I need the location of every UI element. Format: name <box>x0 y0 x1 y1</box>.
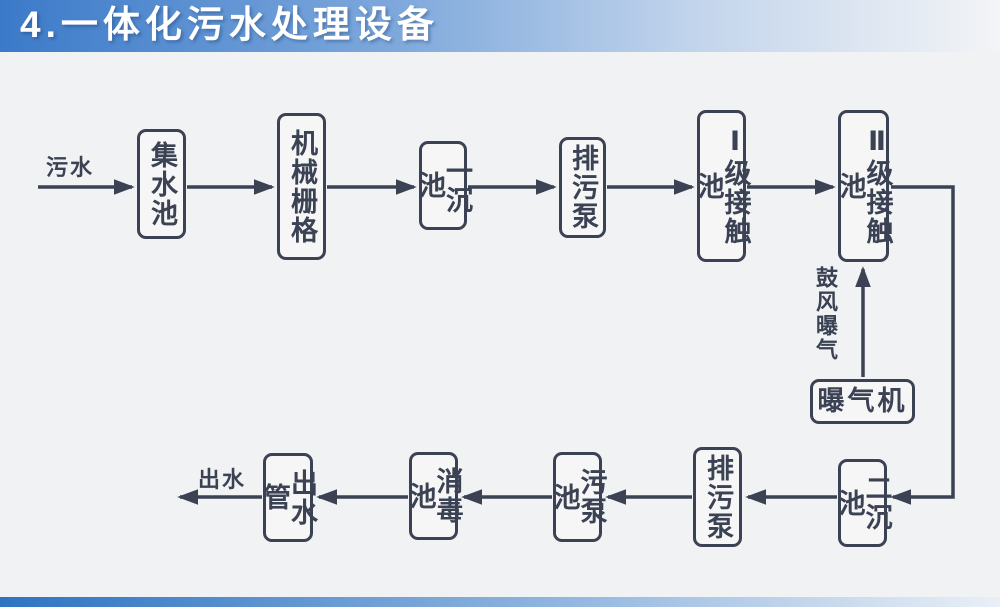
node-mechanical-grid: 机械栅格 <box>277 113 326 260</box>
node-disinfection-tank: 消毒池 <box>406 452 463 540</box>
node-secondary-sedimentation-tank: 二沉池 <box>835 459 892 547</box>
footer-accent-bar <box>0 597 1000 607</box>
node-aerator: 曝气机 <box>810 379 915 424</box>
node-stage-1-contact-tank: Ⅰ级接触池 <box>694 110 751 262</box>
blast-aeration-label: 鼓风曝气 <box>813 266 838 362</box>
outlet-water-label: 出水 <box>198 467 247 492</box>
arrow-stage2-to-secondary-sedimentation <box>890 185 955 505</box>
inlet-water-label: 污水 <box>46 155 95 180</box>
node-primary-sedimentation-tank: 一沉池 <box>415 141 472 230</box>
title-bar: 4.一体化污水处理设备 <box>0 0 1000 52</box>
node-sewage-pump-tank: 污泵池 <box>550 452 607 542</box>
node-collection-tank: 集水池 <box>137 129 186 239</box>
node-sewage-discharge-pump-lower: 排污泵 <box>693 447 742 547</box>
node-sewage-discharge-pump-upper: 排污泵 <box>559 137 606 238</box>
slide-title: 4.一体化污水处理设备 <box>20 4 439 45</box>
node-outlet-pipe: 出水管 <box>260 453 317 542</box>
node-stage-2-contact-tank: Ⅱ级接触池 <box>836 110 893 262</box>
